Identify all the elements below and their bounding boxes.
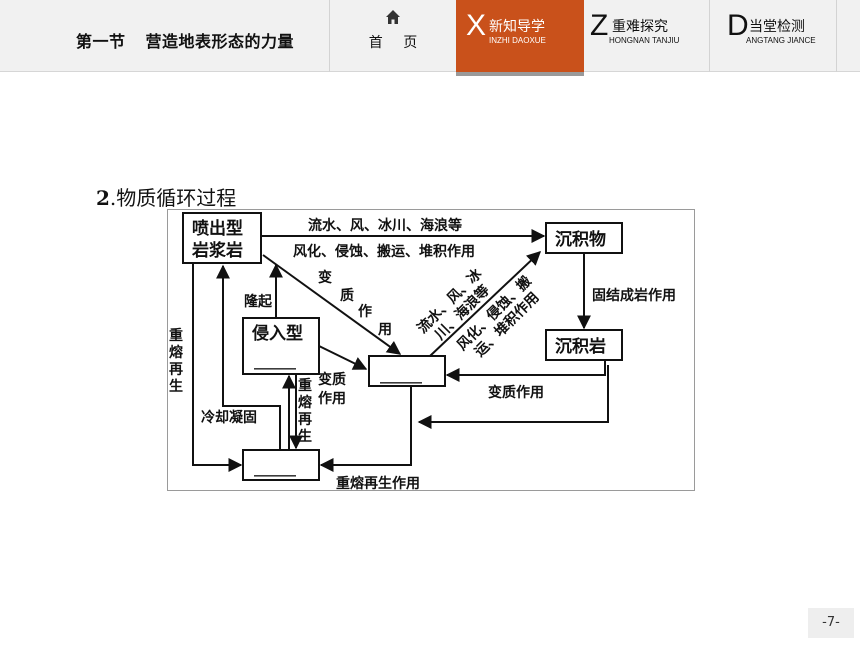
arrow-sedimentary-to-metamorphic xyxy=(445,360,606,382)
label-uplift: 隆起 xyxy=(244,293,273,310)
nav-xinzhi-daoxue[interactable]: X 新知导学 INZHI DAOXUE xyxy=(456,0,584,76)
nav-pinyin: HONGNAN TANJIU xyxy=(609,36,680,45)
label-agents-top: 流水、风、冰川、海浪等 xyxy=(308,217,462,234)
label-remelt-mid-2: 熔 xyxy=(298,394,313,411)
box-magma xyxy=(242,449,320,481)
label-remelt-left-3: 再 xyxy=(169,362,183,378)
box-extrusive-label-1: 喷出型 xyxy=(192,218,243,239)
section-heading-text: .物质循环过程 xyxy=(109,186,237,210)
nav-label: 新知导学 xyxy=(489,19,545,35)
lesson-name: 营造地表形态的力量 xyxy=(145,32,295,51)
lesson-section: 第一节 xyxy=(76,32,126,51)
arrow-sedimentary-to-magma xyxy=(417,365,609,429)
box-intrusive-label: 侵入型 xyxy=(251,323,303,344)
label-remelt-bottom: 重熔再生作用 xyxy=(336,475,420,492)
nav-dangtang-jiance[interactable]: D 当堂检测 ANGTANG JIANCE xyxy=(710,0,836,72)
arrow-metamorphic-remelt xyxy=(319,386,412,472)
label-remelt-left-4: 生 xyxy=(169,378,183,395)
label-remelt-mid-1: 重 xyxy=(298,377,312,394)
box-sediment-label: 沉积物 xyxy=(555,229,606,250)
lesson-title: 第一节营造地表形态的力量 xyxy=(76,28,294,52)
box-extrusive-label-2: 岩浆岩 xyxy=(191,240,243,261)
nav-label: 重难探究 xyxy=(612,19,668,35)
label-process-top: 风化、侵蚀、搬运、堆积作用 xyxy=(293,243,475,260)
rock-cycle-diagram: 喷出型 岩浆岩 侵入型 ______ 沉积物 沉积岩 ______ ______… xyxy=(167,209,695,492)
nav-zhongnan-tanjiu[interactable]: Z 重难探究 HONGNAN TANJIU xyxy=(585,0,709,72)
label-metamorphism-mid-1: 变质 xyxy=(318,371,346,388)
label-metamorphism-mid-2: 作用 xyxy=(318,390,346,407)
home-button[interactable]: 首 页 xyxy=(330,0,456,72)
label-remelt-left-2: 熔 xyxy=(169,344,184,361)
box-intrusive-blank: ______ xyxy=(254,354,296,370)
label-metamorphism-2: 质 xyxy=(340,287,354,304)
arrow-intrusive-to-metamorphic xyxy=(318,345,368,370)
rock-cycle-svg: 喷出型 岩浆岩 侵入型 ______ 沉积物 沉积岩 ______ ______… xyxy=(169,212,676,492)
header-divider xyxy=(836,0,837,72)
header-divider xyxy=(709,0,710,72)
label-remelt-left-1: 重 xyxy=(169,327,183,344)
box-sedimentary-rock-label: 沉积岩 xyxy=(555,336,606,357)
label-metamorphism-1: 变 xyxy=(318,269,332,286)
box-metamorphic-blank: ______ xyxy=(380,368,422,384)
box-extrusive xyxy=(182,212,262,264)
label-metamorphism-right: 变质作用 xyxy=(488,384,544,401)
nav-pinyin: ANGTANG JIANCE xyxy=(746,36,816,45)
header-divider xyxy=(329,0,330,72)
label-metamorphism-4: 用 xyxy=(378,322,392,338)
nav-letter: X xyxy=(466,9,487,42)
box-magma-blank: ______ xyxy=(254,461,296,477)
label-remelt-mid-3: 再 xyxy=(298,412,312,428)
box-sediment xyxy=(545,222,623,254)
section-number: 2 xyxy=(96,186,110,210)
home-label: 首 页 xyxy=(368,35,426,51)
arrow-extrusive-remelt xyxy=(192,263,243,472)
nav-label: 当堂检测 xyxy=(749,19,805,35)
label-metamorphism-3: 作 xyxy=(358,303,372,320)
page-number: -7- xyxy=(808,608,854,638)
nav-letter: D xyxy=(727,9,749,42)
nav-pinyin: INZHI DAOXUE xyxy=(489,36,546,45)
label-remelt-mid-4: 生 xyxy=(298,428,312,445)
label-cooling: 冷却凝固 xyxy=(201,409,257,426)
arrow-metamorphic-to-sediment xyxy=(429,251,542,357)
nav-letter: Z xyxy=(590,9,609,42)
section-heading: 2.物质循环过程 xyxy=(96,182,236,211)
arrow-magma-cooling xyxy=(216,264,281,450)
arrow-extrusive-to-metamorphic xyxy=(262,254,402,355)
label-consolidation: 固结成岩作用 xyxy=(592,287,676,304)
home-icon xyxy=(386,10,400,24)
box-metamorphic xyxy=(368,355,446,387)
box-sedimentary-rock xyxy=(545,329,623,361)
header-bar: 第一节营造地表形态的力量 首 页 X 新知导学 INZHI DAOXUE Z 重… xyxy=(0,0,860,76)
